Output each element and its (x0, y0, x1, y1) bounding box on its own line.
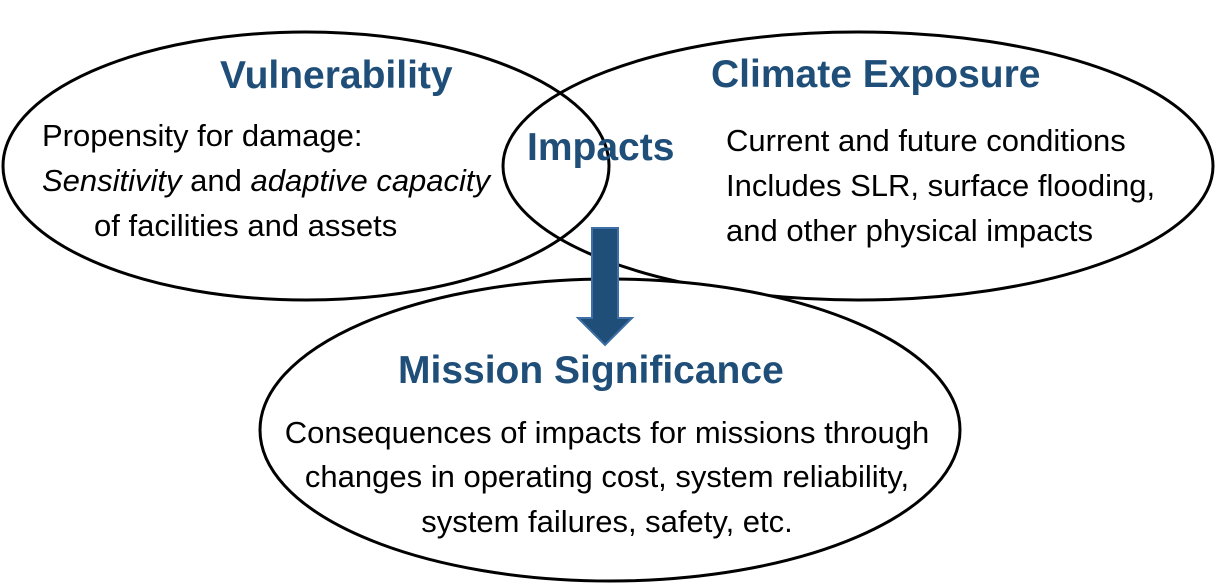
vulnerability-title: Vulnerability (220, 54, 453, 97)
mission-line-2: changes in operating cost, system reliab… (304, 459, 910, 494)
climate-exposure-ellipse (501, 30, 1215, 302)
vulnerability-ellipse (1, 30, 611, 302)
exposure-line-3: and other physical impacts (726, 213, 1094, 248)
vulnerability-line-2-joiner: and (181, 163, 251, 198)
exposure-line-1: Current and future conditions (726, 123, 1126, 158)
mission-significance-title: Mission Significance (398, 349, 784, 392)
climate-exposure-title: Climate Exposure (711, 53, 1041, 96)
down-arrow-icon (575, 227, 635, 347)
vulnerability-line-2: Sensitivity and adaptive capacity (42, 165, 490, 196)
sensitivity-term: Sensitivity (42, 163, 182, 198)
mission-line-3: system failures, safety, etc. (421, 504, 793, 539)
impacts-title: Impacts (527, 126, 675, 169)
vulnerability-line-3: of facilities and assets (94, 208, 398, 243)
exposure-line-2: Includes SLR, surface flooding, (726, 168, 1156, 203)
vulnerability-line-1: Propensity for damage: (42, 118, 363, 153)
adaptive-capacity-term: adaptive capacity (250, 163, 491, 198)
mission-line-1: Consequences of impacts for missions thr… (284, 415, 930, 450)
